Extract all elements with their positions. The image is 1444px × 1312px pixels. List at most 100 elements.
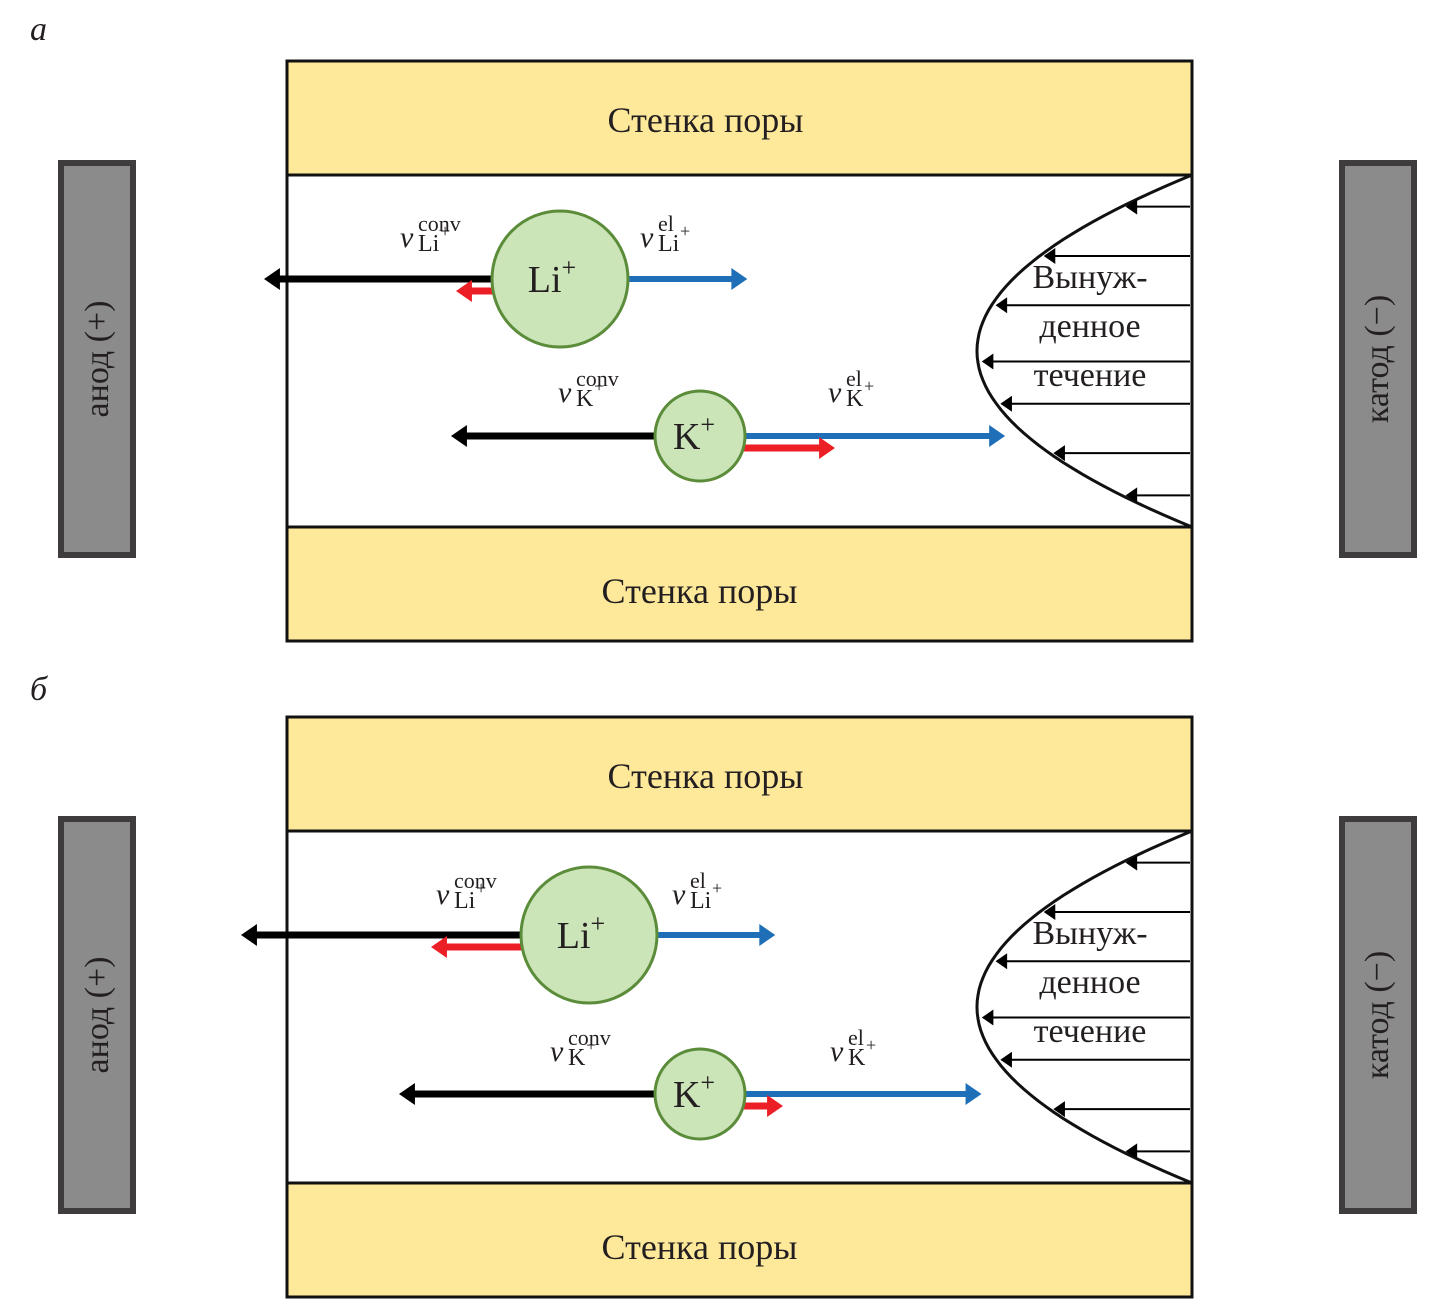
top-pore-wall: Стенка поры: [285, 59, 1194, 177]
velocity-profile-curve: [975, 173, 1193, 529]
ion-symbol: Li: [557, 915, 591, 957]
ion-charge: +: [700, 1068, 715, 1097]
top-wall-label: Стенка поры: [608, 756, 804, 796]
flow-arrow-head: [1125, 854, 1138, 871]
bottom-pore-wall: Стенка поры: [285, 525, 1194, 643]
flow-arrow-head: [1125, 198, 1138, 215]
bottom-wall-label: Стенка поры: [602, 571, 798, 611]
ion-label: Li+: [528, 253, 576, 301]
anode-electrode: анод (+): [58, 160, 136, 558]
flow-arrow-head: [1043, 903, 1056, 920]
flow-arrow-head: [995, 953, 1008, 970]
top-wall-rect: [285, 715, 1194, 833]
ion-charge: +: [562, 253, 577, 282]
convective-velocity-arrow-head: [264, 268, 280, 290]
top-wall-label: Стенка поры: [608, 100, 804, 140]
top-pore-wall: Стенка поры: [285, 715, 1194, 833]
ion-circle: [490, 209, 630, 349]
flow-arrow-head: [1125, 487, 1138, 504]
panel-letter: а: [30, 11, 47, 48]
top-wall-rect: [285, 59, 1194, 177]
flow-arrow: [1053, 1101, 1190, 1118]
electrophoretic-velocity-label-subscript-charge: +: [864, 376, 874, 396]
convective-velocity-arrow-head: [241, 924, 257, 946]
ion-circle: [653, 1047, 747, 1141]
flow-arrow: [1125, 1143, 1190, 1160]
convective-velocity-label-subscript: Li: [454, 888, 476, 914]
resultant-velocity-arrow: [431, 936, 525, 958]
convective-velocity-label-symbol: v: [436, 878, 450, 911]
panel-letter: б: [30, 671, 49, 708]
electrophoretic-velocity-arrow: [655, 924, 776, 946]
flow-arrow-head: [981, 1009, 994, 1026]
flow-arrow-head: [1125, 1143, 1138, 1160]
electrophoretic-velocity-label-symbol: v: [830, 1035, 844, 1068]
convective-velocity-label-superscript: conv: [454, 868, 497, 893]
convective-velocity-label-superscript: conv: [576, 366, 619, 391]
resultant-velocity-arrow-head: [456, 280, 472, 302]
ion-symbol: K: [673, 1074, 701, 1116]
pore-channel: [287, 831, 1192, 1183]
flow-arrow-head: [1000, 395, 1012, 412]
anode-label: анод (+): [79, 301, 116, 418]
ion-circle: [519, 865, 659, 1005]
resultant-velocity-arrow: [456, 280, 496, 302]
ion-label: K+: [673, 1068, 715, 1116]
ion-charge: +: [700, 410, 715, 439]
electrophoretic-velocity-label-symbol: v: [672, 878, 686, 911]
cathode-electrode: катод (−): [1339, 816, 1417, 1214]
electrophoretic-velocity-label-superscript: el: [848, 1025, 864, 1050]
ion-symbol: K: [673, 416, 701, 458]
forced-flow-label-line: Вынуж-: [1032, 915, 1147, 952]
forced-flow-label-line: денное: [1039, 308, 1140, 345]
convective-velocity-arrow: [399, 1083, 657, 1105]
convective-velocity-label-subscript-charge: +: [476, 878, 486, 898]
electrophoretic-velocity-label-superscript: el: [846, 366, 862, 391]
convective-velocity-label-subscript-charge: +: [586, 1035, 596, 1055]
convective-velocity-arrow: [241, 924, 523, 946]
convective-velocity-arrow: [451, 425, 657, 447]
flow-arrow: [1043, 903, 1190, 920]
cathode-plate: [1339, 160, 1417, 558]
forced-flow-label-line: течение: [1034, 1013, 1147, 1050]
bottom-wall-rect: [285, 525, 1194, 643]
electrophoretic-velocity-label-symbol: v: [640, 221, 654, 254]
anode-plate: [58, 160, 136, 558]
resultant-velocity-arrow-head: [431, 936, 447, 958]
convective-velocity-label-symbol: v: [550, 1035, 564, 1068]
electrophoretic-velocity-arrow-head: [759, 924, 776, 946]
flow-arrow: [1043, 247, 1190, 264]
bottom-pore-wall: Стенка поры: [285, 1181, 1194, 1299]
electrophoretic-velocity-arrow-head: [731, 268, 748, 290]
resultant-velocity-arrow-head: [767, 1095, 783, 1117]
electrophoretic-velocity-arrow-head: [989, 425, 1006, 447]
flow-arrow-head: [1053, 445, 1065, 462]
convective-velocity-label-subscript-charge: +: [594, 376, 604, 396]
electrophoretic-velocity-label-superscript: el: [658, 211, 674, 236]
electrophoretic-velocity-label-subscript-charge: +: [680, 221, 690, 241]
flow-arrow: [1053, 445, 1190, 462]
bottom-wall-rect: [285, 1181, 1194, 1299]
flow-arrow-head: [1053, 1101, 1065, 1118]
electrophoretic-velocity-label-superscript: el: [690, 868, 706, 893]
ion-charge: +: [591, 909, 606, 938]
electrophoretic-velocity-arrow: [743, 425, 1006, 447]
electrophoretic-velocity-label-symbol: v: [828, 376, 842, 409]
ion-symbol: Li: [528, 259, 562, 301]
flow-arrow-head: [995, 297, 1008, 314]
flow-arrow: [1125, 854, 1190, 871]
cathode-label: катод (−): [1359, 951, 1396, 1079]
flow-arrow: [995, 953, 1190, 970]
ion-label: K+: [673, 410, 715, 458]
